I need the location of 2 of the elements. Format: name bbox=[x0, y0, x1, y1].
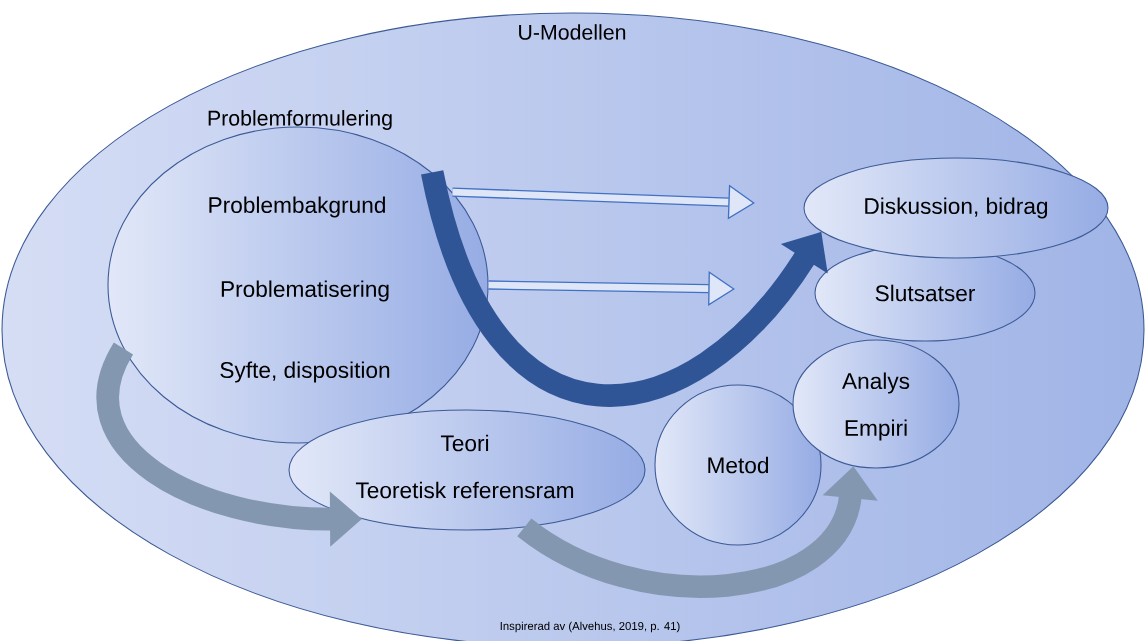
node-label: Problemformulering bbox=[208, 110, 392, 130]
caption: Inspirerad av (Alvehus, 2019, p. 41) bbox=[500, 621, 680, 633]
